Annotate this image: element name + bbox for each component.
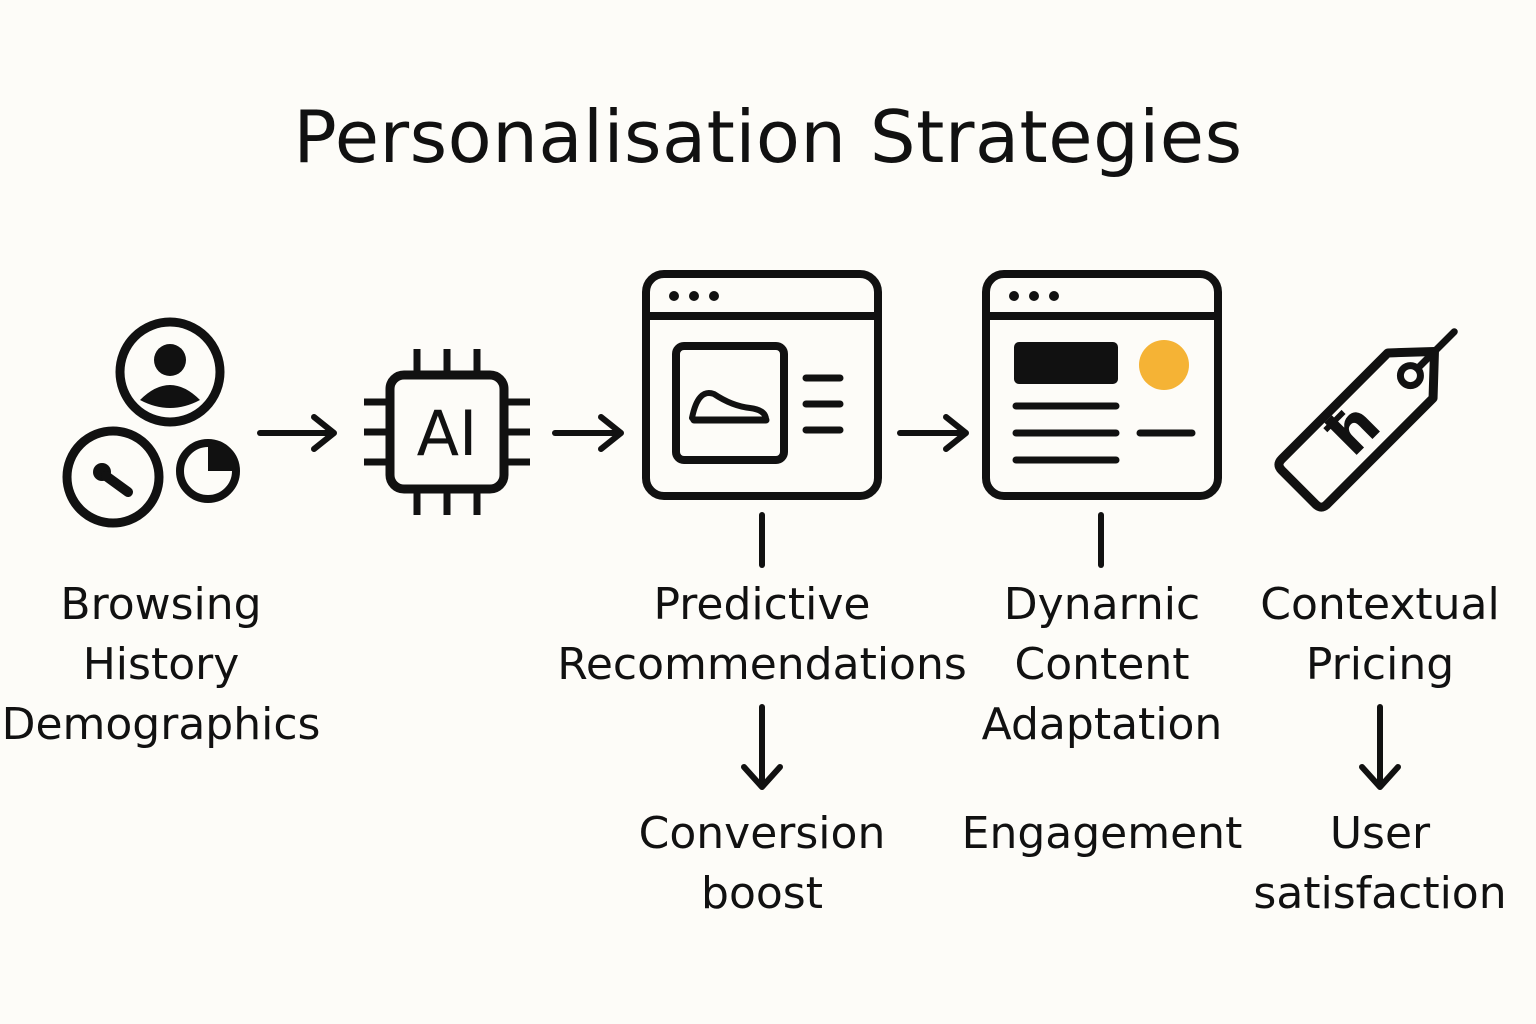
strategy-label-line: Contextual bbox=[1260, 579, 1500, 630]
browser-content-icon bbox=[982, 270, 1222, 500]
strategy-label-line: Pricing bbox=[1305, 639, 1455, 690]
strategy-label-line: Predictive bbox=[653, 579, 871, 630]
user-profile-icon bbox=[115, 317, 225, 427]
accent-dot bbox=[1139, 340, 1189, 390]
browser-recommendation-icon bbox=[642, 270, 882, 500]
arrow-right-icon bbox=[257, 414, 337, 452]
arrow-down-icon bbox=[741, 704, 783, 790]
outcome-label-engagement: Engagement bbox=[952, 804, 1252, 864]
strategy-label-contextual: Contextual Pricing bbox=[1248, 575, 1512, 695]
input-label-line: History bbox=[82, 639, 240, 690]
price-tag-icon: ħ bbox=[1274, 328, 1458, 512]
input-label: Browsing History Demographics bbox=[0, 575, 322, 755]
outcome-label-line: boost bbox=[701, 868, 823, 919]
arrow-right-icon bbox=[552, 414, 624, 452]
strategy-label-dynamic: Dynarnic Content Adaptation bbox=[962, 575, 1242, 755]
strategy-label-line: Adaptation bbox=[981, 699, 1223, 750]
strategy-label-predictive: Predictive Recommendations bbox=[552, 575, 972, 695]
ai-chip-label: AI bbox=[417, 397, 478, 470]
strategy-label-line: Content bbox=[1014, 639, 1190, 690]
strategy-label-line: Recommendations bbox=[557, 639, 967, 690]
svg-text:ħ: ħ bbox=[1311, 389, 1394, 472]
outcome-label-line: satisfaction bbox=[1253, 868, 1507, 919]
outcome-label-conversion: Conversion boost bbox=[602, 804, 922, 924]
page-title: Personalisation Strategies bbox=[293, 95, 1243, 179]
strategy-label-line: Dynarnic bbox=[1003, 579, 1201, 630]
arrow-down-icon bbox=[1359, 704, 1401, 790]
outcome-label-line: Conversion bbox=[638, 808, 886, 859]
outcome-label-satisfaction: User satisfaction bbox=[1244, 804, 1516, 924]
input-label-line: Browsing bbox=[60, 579, 262, 630]
pie-chart-icon bbox=[176, 439, 240, 503]
outcome-label-line: User bbox=[1329, 808, 1431, 859]
connector-line bbox=[759, 512, 765, 568]
arrow-right-icon bbox=[897, 414, 969, 452]
search-icon bbox=[62, 426, 164, 528]
connector-line bbox=[1098, 512, 1104, 568]
outcome-label-line: Engagement bbox=[961, 808, 1243, 859]
input-label-line: Demographics bbox=[1, 699, 321, 750]
ai-chip-icon: AI bbox=[364, 349, 530, 515]
